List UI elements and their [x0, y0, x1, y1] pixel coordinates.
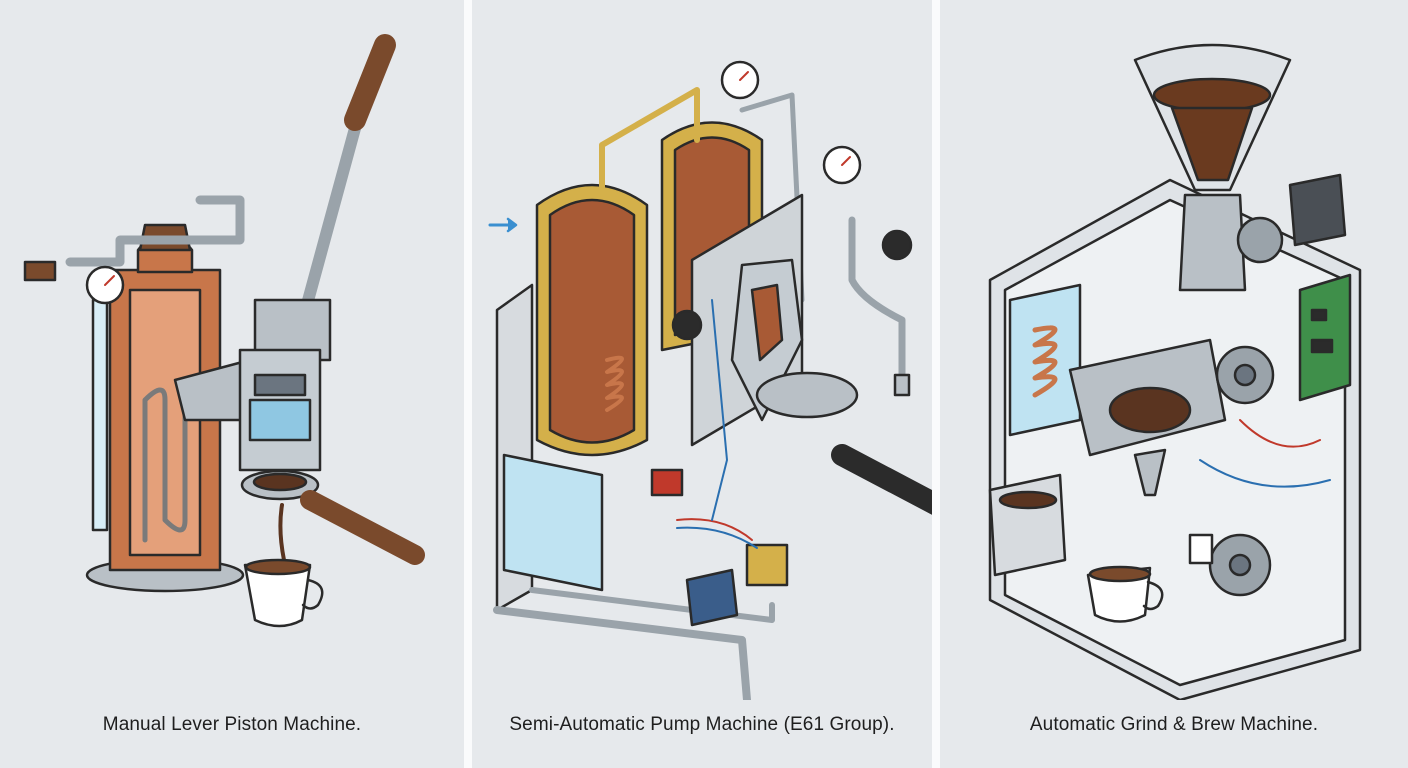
water-chamber: [248, 398, 312, 442]
water-reservoir: [502, 453, 604, 592]
coffee-beans: [1152, 77, 1272, 113]
panel-automatic: Automatic Grind & Brew Machine.: [940, 0, 1408, 768]
sight-glass: [91, 298, 109, 532]
lever-shaft: [294, 104, 366, 336]
grounds-bin: [988, 473, 1067, 577]
panel-divider: [932, 0, 940, 768]
control-board: [1298, 273, 1352, 402]
panel-manual-lever: Manual Lever Piston Machine.: [0, 0, 464, 768]
portafilter-handle: [300, 490, 425, 565]
caption-semi-automatic: Semi-Automatic Pump Machine (E61 Group).: [509, 714, 895, 735]
heating-element: [142, 377, 188, 543]
coffee-spout: [1133, 448, 1167, 497]
automatic-illustration: [988, 43, 1362, 700]
panel-semi-automatic: Semi-Automatic Pump Machine (E61 Group).: [472, 0, 932, 768]
grinder-motor: [1288, 173, 1347, 247]
coffee-cup: [243, 563, 312, 628]
burr-grinder: [1178, 193, 1247, 292]
pressure-gauge: [1188, 533, 1214, 565]
manual-lever-illustration: [23, 34, 425, 628]
caption-manual-lever: Manual Lever Piston Machine.: [102, 714, 362, 735]
semi-automatic-illustration: [488, 60, 932, 700]
portafilter-handle: [831, 444, 932, 515]
lever-handle: [344, 34, 396, 131]
vibration-pump: [685, 568, 739, 627]
steam-valve-knob: [23, 260, 57, 282]
steam-wand: [848, 216, 906, 384]
hot-water-knob: [671, 309, 703, 341]
panel-divider: [464, 0, 472, 768]
steam-knob: [881, 229, 913, 261]
thermoblock-coil: [1032, 325, 1058, 398]
caption-automatic: Automatic Grind & Brew Machine.: [1029, 714, 1319, 735]
pressurestat: [650, 468, 684, 497]
heat-exchanger-coil: [605, 355, 624, 412]
